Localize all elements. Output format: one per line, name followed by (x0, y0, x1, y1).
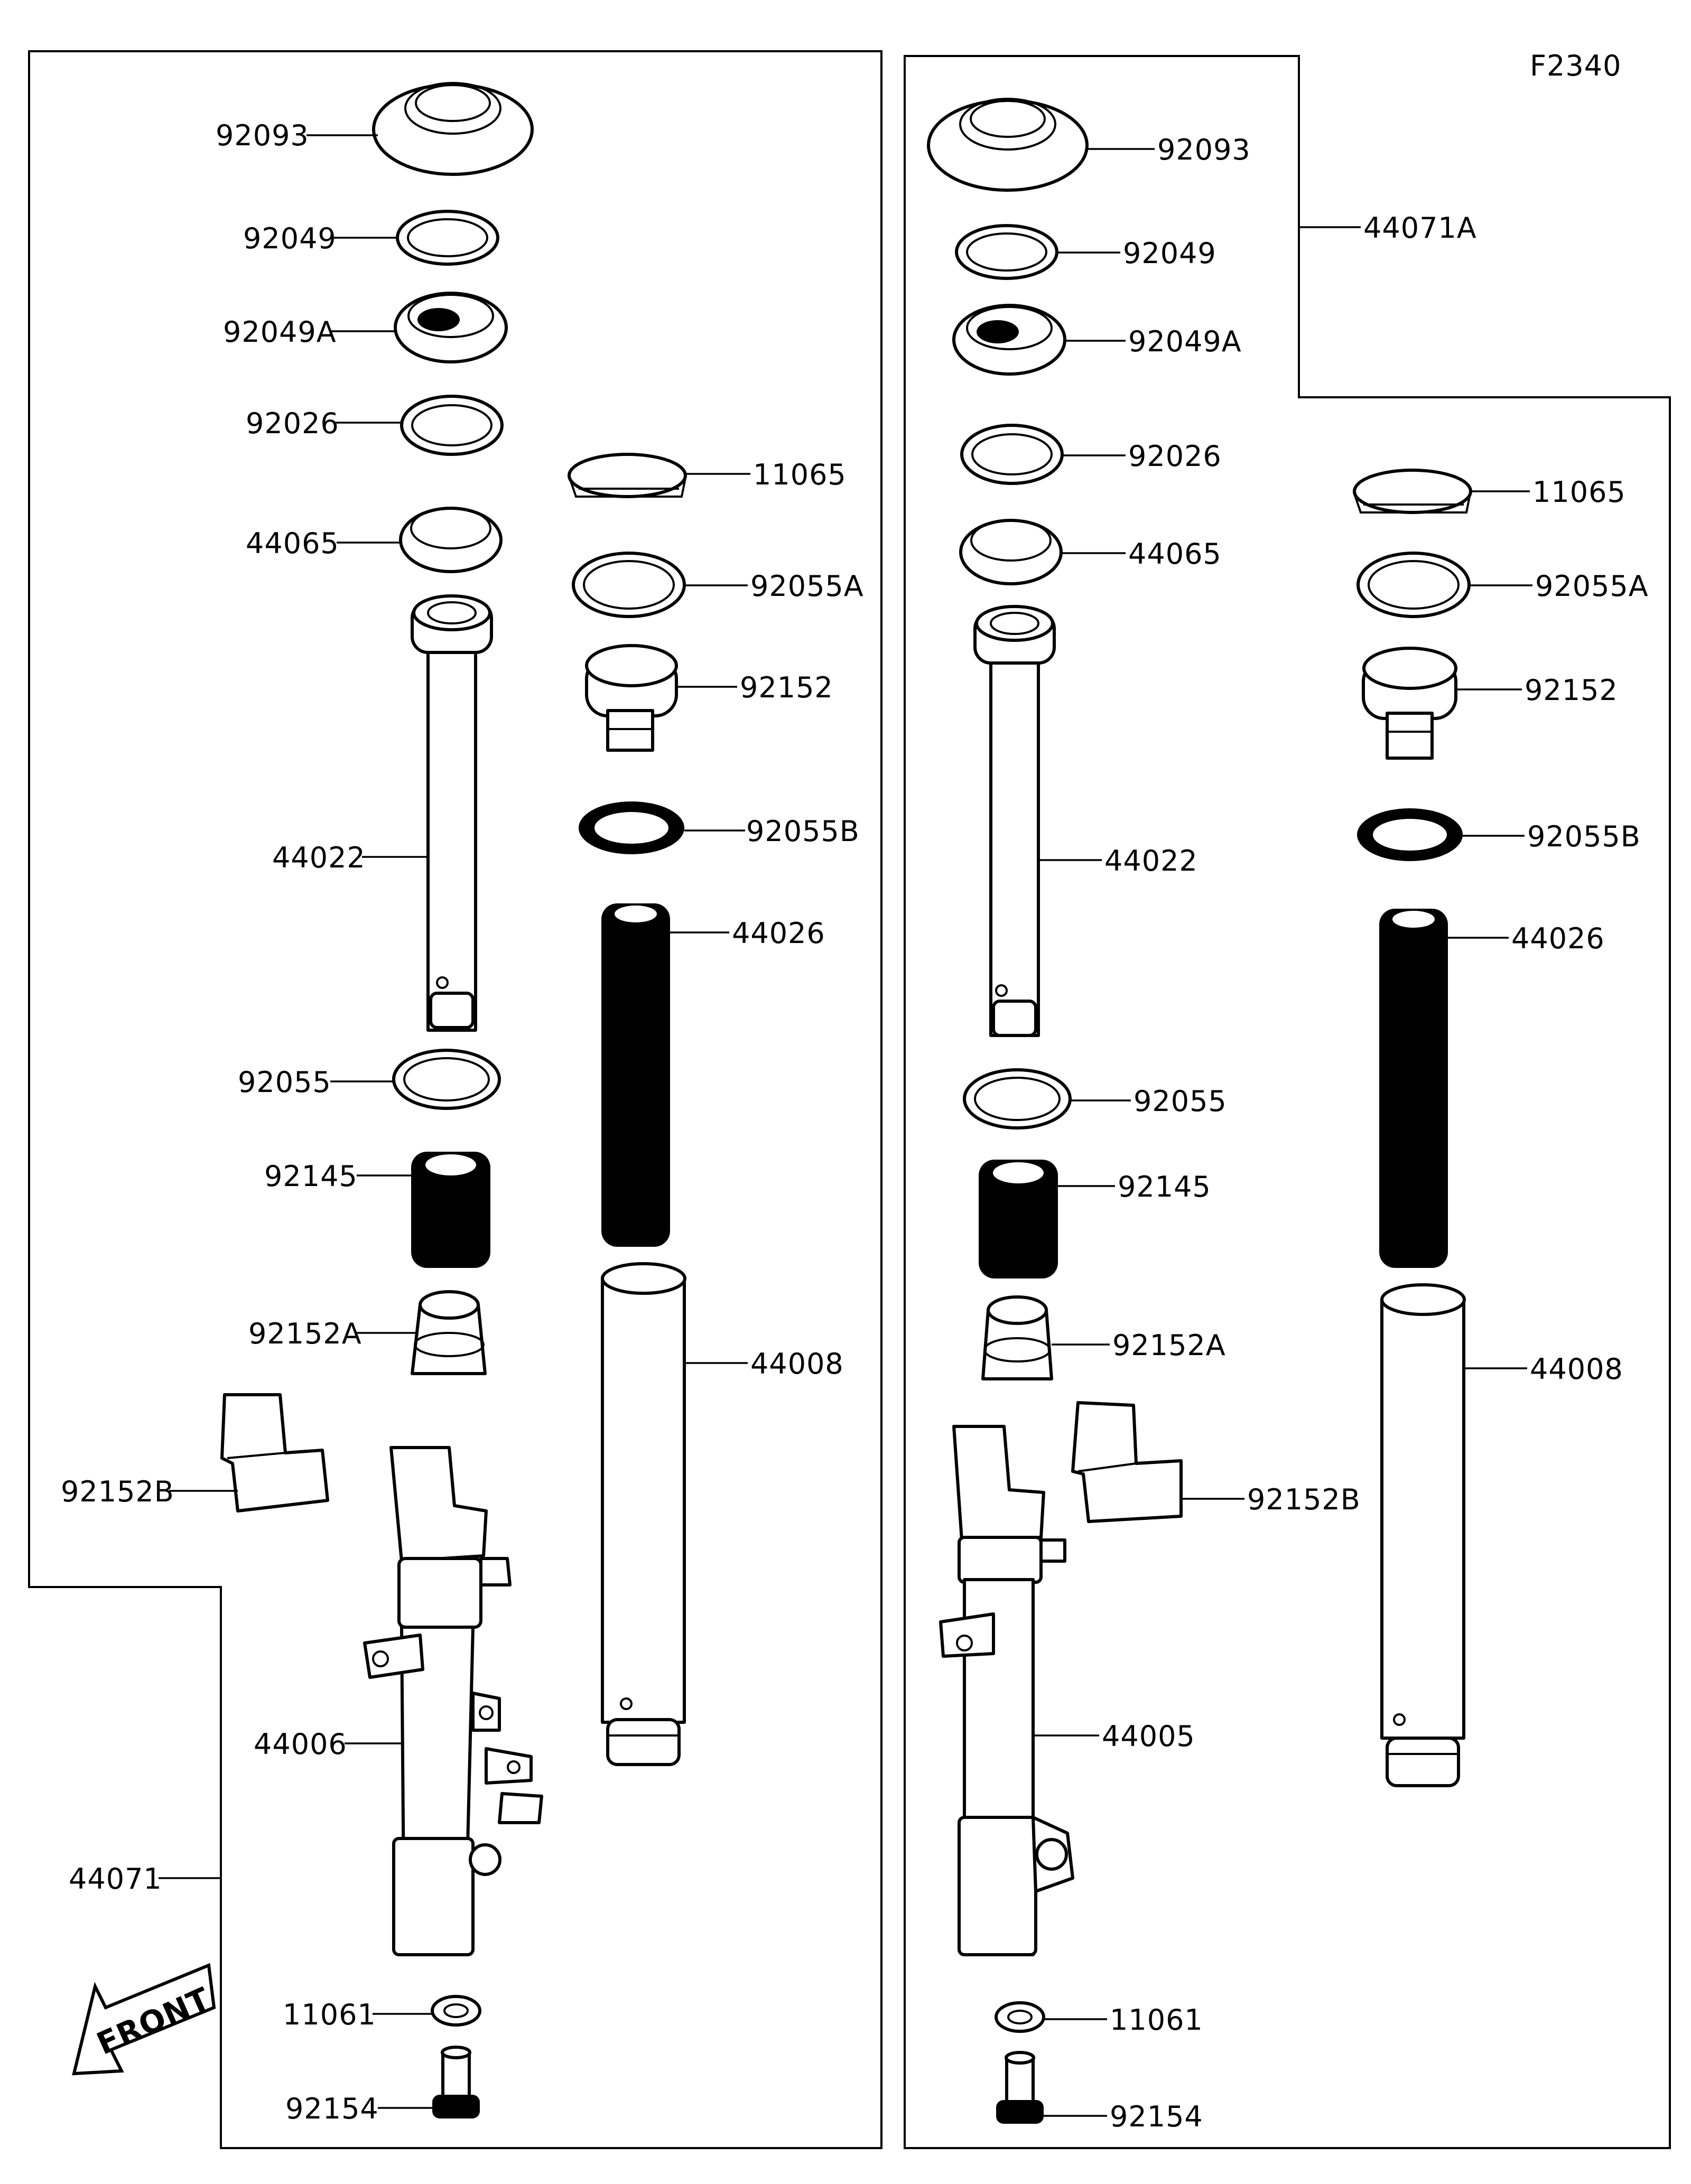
part-92049A-right (952, 304, 1066, 376)
label-92055A-left: 92055A (750, 570, 864, 603)
part-92152A-left (411, 1290, 487, 1375)
part-92049-right (955, 224, 1058, 280)
part-92055B-right (1357, 808, 1463, 861)
part-92049A-left (394, 292, 508, 363)
part-92055A-right (1356, 552, 1471, 618)
part-92152B-right (1071, 1401, 1183, 1523)
part-92055A-left (572, 552, 686, 618)
label-92152B-left: 92152B (61, 1475, 174, 1508)
part-44008-left (601, 1262, 686, 1766)
label-92055-left: 92055 (238, 1066, 331, 1099)
label-92049A-right: 92049A (1128, 325, 1242, 358)
label-92152A-left: 92152A (248, 1317, 362, 1350)
label-11065-right: 11065 (1532, 475, 1626, 509)
label-44026-right: 44026 (1511, 922, 1605, 955)
part-44022-right (973, 605, 1056, 1037)
part-92145-left (411, 1152, 490, 1268)
label-92152-right: 92152 (1525, 674, 1618, 707)
part-92055B-left (579, 801, 684, 854)
part-92055-left (392, 1049, 501, 1110)
part-44022-left (411, 594, 493, 1032)
part-11061-right (995, 2001, 1045, 2033)
part-44005-right (939, 1425, 1074, 1956)
part-11065-left (568, 453, 687, 498)
label-92154-right: 92154 (1110, 2100, 1203, 2133)
part-92154-left (432, 2046, 480, 2118)
part-92026-left (400, 395, 504, 456)
part-44026-right (1379, 909, 1448, 1268)
left-assembly-frame (28, 50, 882, 2149)
label-44022-left: 44022 (272, 841, 366, 874)
front-direction-arrow: FRONT (72, 1963, 216, 2076)
label-11061-left: 11061 (283, 1998, 376, 2031)
label-92093-right: 92093 (1157, 133, 1251, 166)
label-44026-left: 44026 (732, 917, 825, 950)
label-92145-left: 92145 (264, 1160, 358, 1193)
label-92049A-left: 92049A (223, 315, 337, 349)
label-92049-left: 92049 (243, 222, 337, 255)
label-44071-left: 44071 (69, 1862, 162, 1896)
part-92152-left (585, 644, 678, 752)
part-92055-right (963, 1068, 1072, 1130)
part-11065-right (1353, 469, 1472, 514)
label-44022-right: 44022 (1104, 844, 1198, 878)
label-92055A-right: 92055A (1535, 570, 1649, 603)
part-44065-right (959, 519, 1063, 585)
right-assembly-frame (904, 55, 1671, 2149)
label-92055-right: 92055 (1133, 1085, 1227, 1118)
part-92093-left (372, 82, 534, 176)
part-11061-left (431, 1995, 481, 2027)
label-44065-right: 44065 (1128, 537, 1222, 571)
part-92049-left (396, 210, 499, 266)
label-92093-left: 92093 (216, 119, 309, 152)
part-92152A-right (981, 1295, 1053, 1380)
part-44026-left (601, 903, 670, 1247)
label-92026-right: 92026 (1128, 440, 1222, 473)
part-92026-right (960, 424, 1064, 485)
part-44006-left (363, 1446, 543, 1956)
label-44071A-right: 44071A (1363, 211, 1477, 245)
label-92055B-left: 92055B (746, 815, 860, 848)
label-44005-right: 44005 (1102, 1720, 1195, 1753)
label-92152-left: 92152 (740, 671, 833, 704)
label-11061-right: 11061 (1110, 2003, 1203, 2037)
label-92049-right: 92049 (1123, 237, 1216, 270)
label-92152A-right: 92152A (1112, 1329, 1226, 1362)
label-44006-left: 44006 (254, 1728, 347, 1761)
part-92145-right (979, 1160, 1058, 1278)
label-92055B-right: 92055B (1527, 820, 1641, 853)
diagram-code: F2340 (1530, 49, 1622, 82)
part-44008-right (1380, 1283, 1466, 1787)
label-92145-right: 92145 (1118, 1170, 1211, 1203)
part-92154-right (996, 2051, 1044, 2124)
label-92154-left: 92154 (285, 2092, 379, 2125)
part-92152-right (1362, 647, 1457, 760)
part-92152B-left (220, 1393, 329, 1513)
label-92026-left: 92026 (246, 407, 339, 440)
label-44065-left: 44065 (246, 527, 339, 560)
part-44065-left (399, 507, 503, 573)
label-44008-right: 44008 (1530, 1352, 1623, 1386)
label-44008-left: 44008 (750, 1347, 844, 1380)
label-11065-left: 11065 (753, 458, 847, 491)
label-92152B-right: 92152B (1247, 1483, 1361, 1516)
part-92093-right (927, 98, 1089, 192)
